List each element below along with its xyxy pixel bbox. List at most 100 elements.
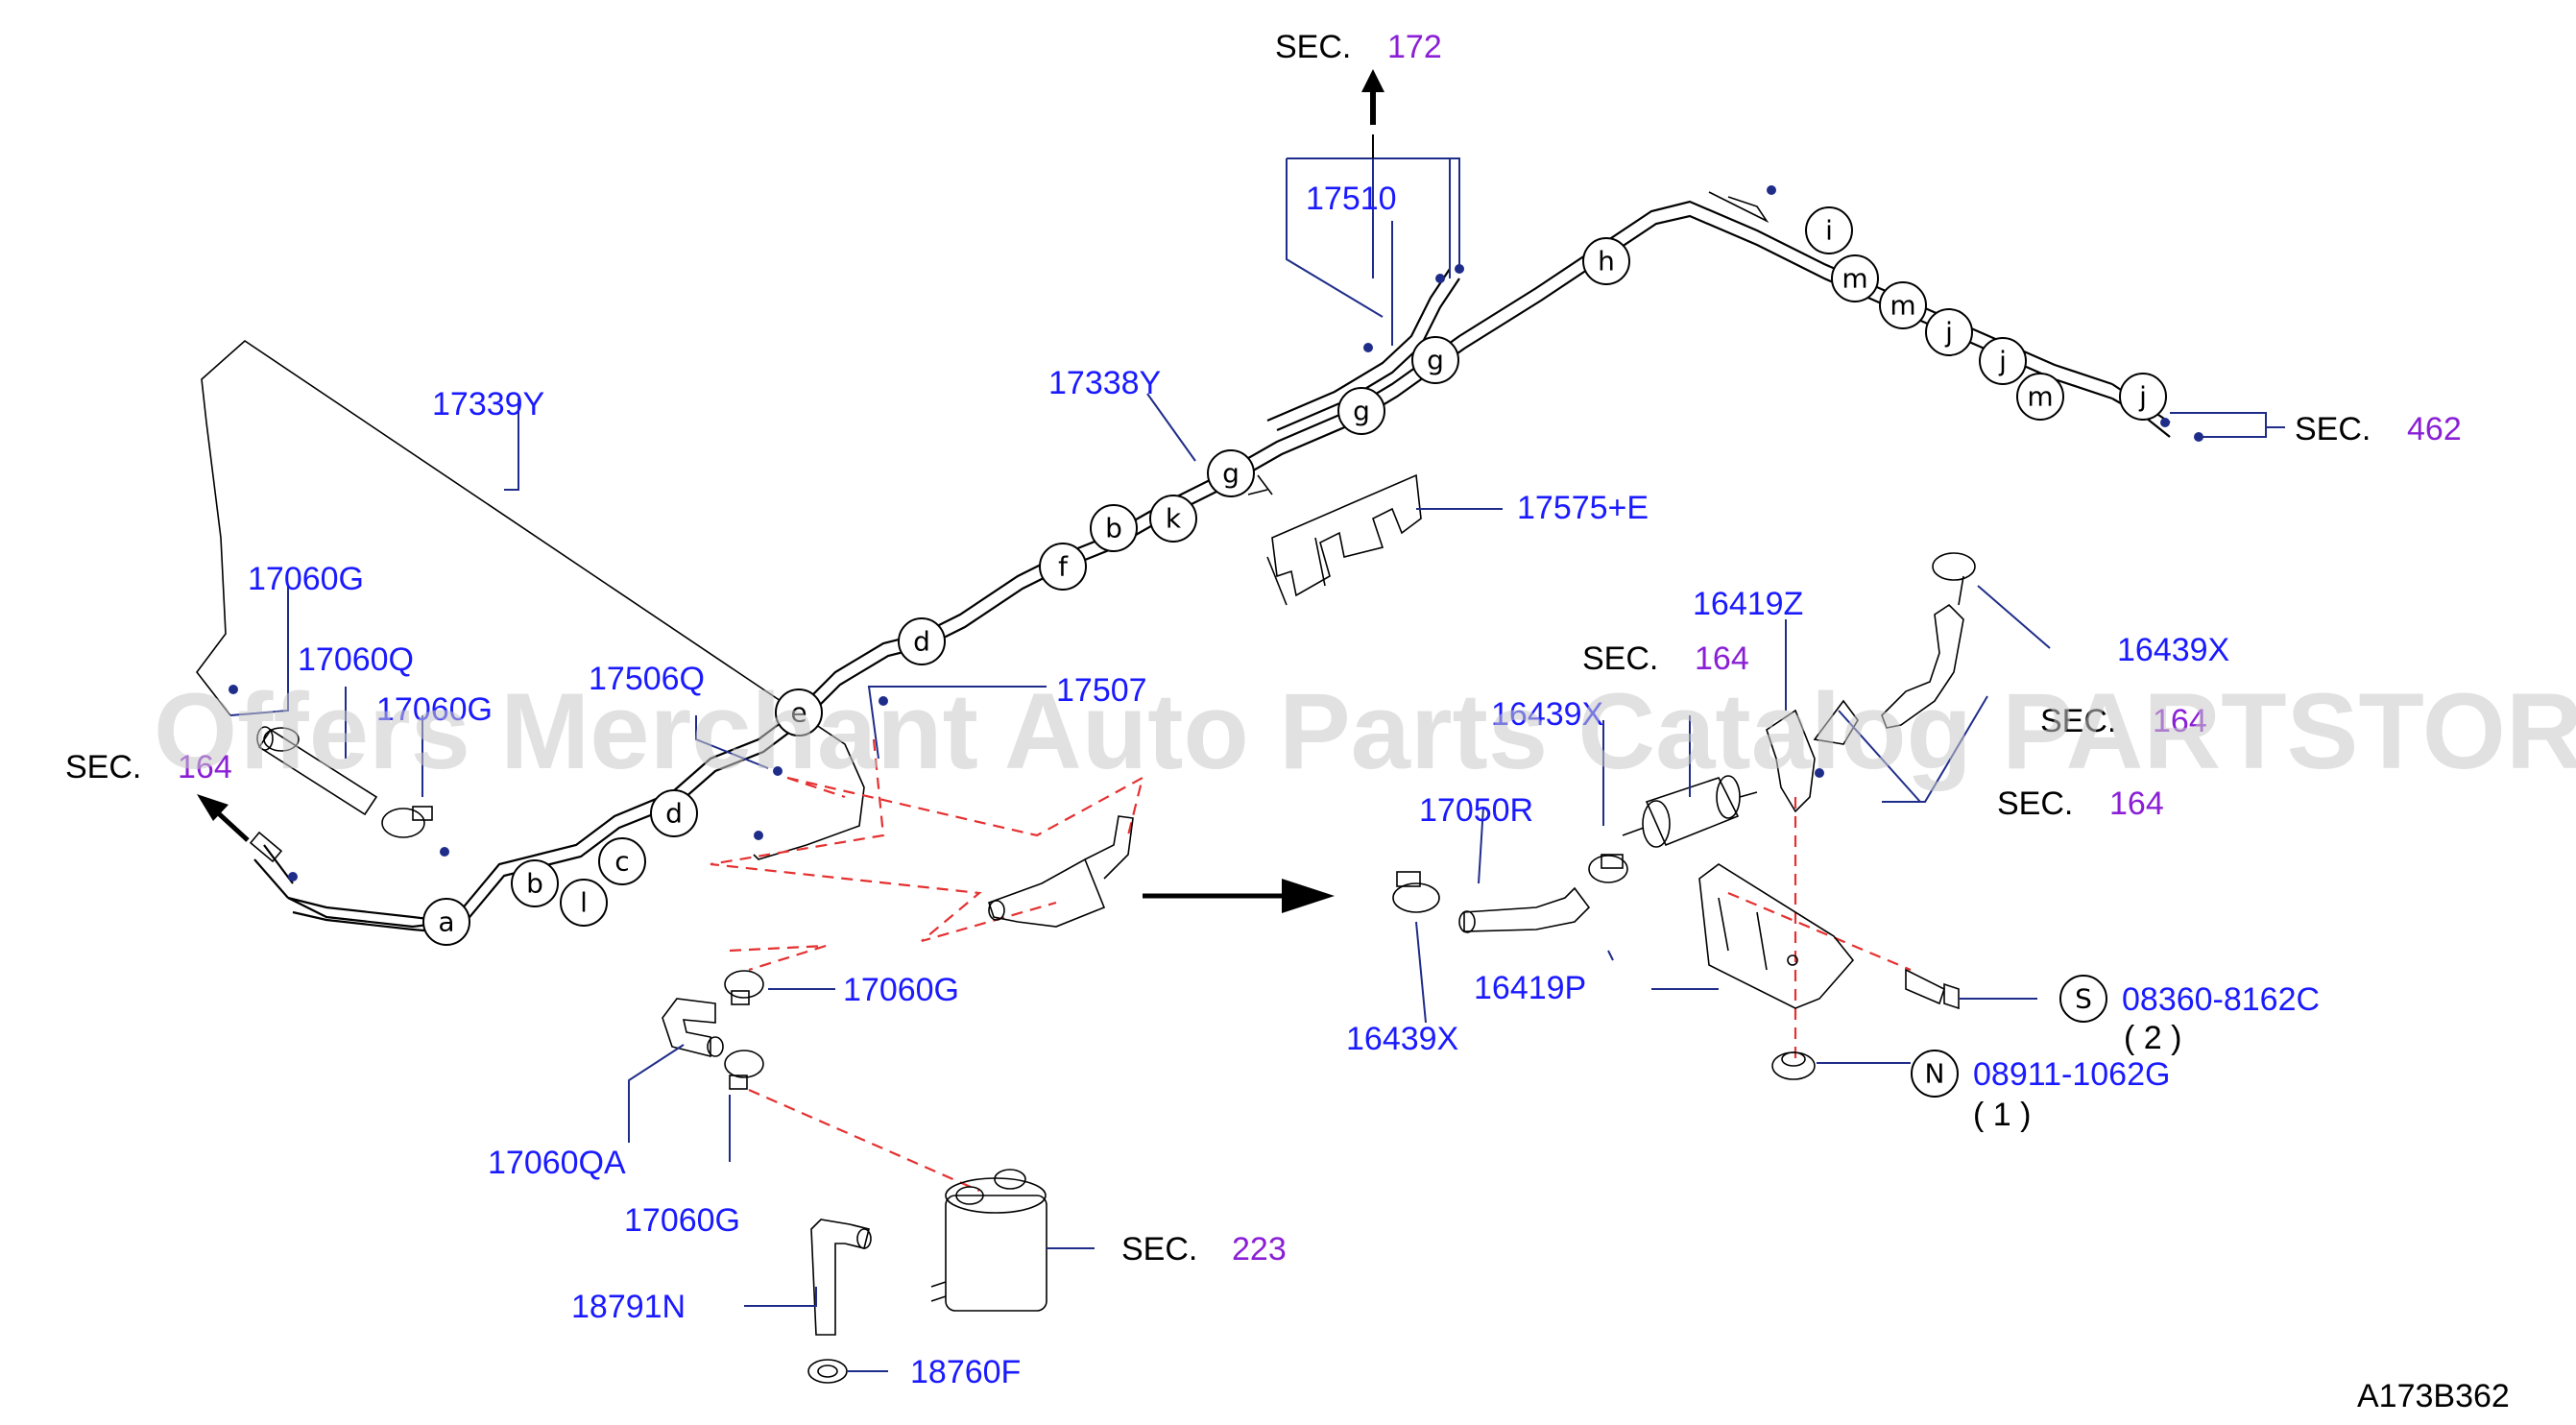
- svg-text:j: j: [1998, 346, 2007, 377]
- svg-text:d: d: [913, 626, 930, 658]
- callout-a: a: [422, 898, 470, 946]
- part-label-17510[interactable]: 17510: [1306, 181, 1397, 217]
- part-label-17060g[interactable]: 17060G: [624, 1202, 740, 1239]
- svg-text:S: S: [2075, 983, 2092, 1015]
- filter-bracket-16419z: [1766, 699, 1859, 813]
- part-label-17050r[interactable]: 17050R: [1419, 792, 1533, 829]
- svg-text:172: 172: [1387, 29, 1442, 65]
- canister-icon: [930, 1169, 1047, 1312]
- part-label-18760f[interactable]: 18760F: [910, 1354, 1021, 1390]
- svg-text:k: k: [1166, 503, 1182, 535]
- part-label-17060q[interactable]: 17060Q: [298, 641, 414, 678]
- callout-b: b: [1090, 504, 1138, 552]
- callout-j: j: [2119, 373, 2167, 421]
- bracket-16419p: [1698, 863, 1855, 1009]
- svg-text:l: l: [580, 887, 588, 919]
- hose-17060qa: [662, 998, 724, 1058]
- left-lower-hose: [249, 831, 452, 929]
- svg-text:j: j: [2138, 381, 2147, 413]
- part-label-17060qa[interactable]: 17060QA: [488, 1145, 626, 1181]
- svg-text:164: 164: [178, 749, 232, 785]
- part-label-08911-1062g[interactable]: 08911-1062G: [1973, 1056, 2170, 1093]
- callout-j: j: [1979, 337, 2027, 385]
- part-label-17506q[interactable]: 17506Q: [589, 661, 705, 697]
- sec-ref-164-right[interactable]: SEC. 164: [2040, 703, 2207, 739]
- sec-ref-223[interactable]: SEC. 223: [1121, 1231, 1287, 1268]
- hose-17060q: [256, 726, 378, 816]
- part-label-16419z[interactable]: 16419Z: [1693, 586, 1803, 622]
- sec-ref-462[interactable]: SEC. 462: [2295, 411, 2462, 447]
- part-label-08360-8162c[interactable]: 08360-8162C: [2122, 981, 2320, 1018]
- part-label-17060g[interactable]: 17060G: [843, 972, 959, 1008]
- callout-g: g: [1411, 336, 1459, 384]
- clamp-icon: [263, 727, 300, 752]
- sec462-routing: [2170, 412, 2285, 438]
- svg-text:h: h: [1598, 246, 1615, 278]
- part-label-17338y[interactable]: 17338Y: [1048, 365, 1161, 401]
- sec172-routing: [1286, 134, 1460, 318]
- hose-17339y-outline: [195, 339, 865, 860]
- part-label-16439x[interactable]: 16439X: [1491, 696, 1603, 733]
- callout-b: b: [511, 859, 559, 907]
- part-label-16439x[interactable]: 16439X: [2117, 632, 2229, 668]
- svg-text:e: e: [790, 697, 807, 729]
- svg-text:223: 223: [1232, 1231, 1287, 1268]
- svg-text:c: c: [614, 846, 629, 878]
- part-label-16419p[interactable]: 16419P: [1474, 970, 1586, 1006]
- callout-m: m: [2016, 373, 2064, 421]
- svg-text:f: f: [1058, 551, 1069, 583]
- callout-l: l: [560, 879, 608, 927]
- clamp-icon: [724, 1050, 764, 1090]
- fastener-symbol-s: S: [2059, 975, 2107, 1023]
- sec-ref-164-lower[interactable]: SEC. 164: [1997, 785, 2164, 822]
- sec-ref-164-mid[interactable]: SEC. 164: [1582, 640, 1749, 677]
- part-label-17339y[interactable]: 17339Y: [432, 386, 544, 423]
- sec-ref-172[interactable]: SEC. 172: [1275, 29, 1442, 65]
- svg-text:N: N: [1925, 1058, 1945, 1090]
- callout-m: m: [1831, 254, 1879, 302]
- callout-e: e: [775, 688, 823, 737]
- part-label-17575e[interactable]: 17575+E: [1517, 490, 1649, 526]
- svg-text:SEC.: SEC.: [1121, 1231, 1197, 1268]
- part-label-16439x[interactable]: 16439X: [1346, 1021, 1458, 1057]
- quantity-08911: ( 1 ): [1973, 1097, 2031, 1133]
- callout-c: c: [598, 837, 646, 885]
- part-label-17060g[interactable]: 17060G: [376, 691, 493, 728]
- hose-17050r: [1458, 886, 1591, 933]
- svg-text:SEC.: SEC.: [2040, 703, 2116, 739]
- svg-text:SEC.: SEC.: [2295, 411, 2371, 447]
- svg-text:i: i: [1825, 215, 1833, 247]
- clamp-icon: [724, 970, 764, 1005]
- callout-f: f: [1039, 543, 1087, 591]
- svg-text:SEC.: SEC.: [1582, 640, 1658, 677]
- callout-d: d: [650, 789, 698, 837]
- clamp-icon: [381, 806, 433, 838]
- arrow-up-icon: [1361, 69, 1384, 125]
- svg-text:g: g: [1427, 345, 1444, 376]
- grommet-18760f: [807, 1359, 848, 1384]
- watermark: Offers Merchant Auto Parts Catalog PARTS…: [154, 671, 2576, 791]
- svg-text:SEC.: SEC.: [65, 749, 141, 785]
- svg-text:a: a: [438, 906, 454, 938]
- part-label-17060g[interactable]: 17060G: [248, 561, 364, 597]
- part-label-18791n[interactable]: 18791N: [571, 1289, 686, 1325]
- svg-text:g: g: [1353, 396, 1370, 427]
- svg-text:m: m: [1890, 290, 1915, 322]
- tube-to-filter: [987, 815, 1134, 928]
- diagram-code: A173B362: [2357, 1378, 2510, 1414]
- svg-text:164: 164: [1695, 640, 1749, 677]
- sec-ref-164-left[interactable]: SEC. 164: [65, 749, 232, 785]
- svg-text:462: 462: [2407, 411, 2462, 447]
- svg-text:SEC.: SEC.: [1997, 785, 2073, 822]
- callout-j: j: [1925, 308, 1973, 356]
- part-label-17507[interactable]: 17507: [1056, 672, 1147, 709]
- svg-text:164: 164: [2153, 703, 2207, 739]
- svg-text:j: j: [1944, 317, 1953, 349]
- clamp-icon: [1588, 854, 1628, 883]
- hose-18791n: [810, 1219, 872, 1336]
- callout-d: d: [898, 617, 946, 665]
- leader-dots: [229, 185, 2203, 882]
- svg-text:164: 164: [2109, 785, 2164, 822]
- callout-g: g: [1207, 449, 1255, 497]
